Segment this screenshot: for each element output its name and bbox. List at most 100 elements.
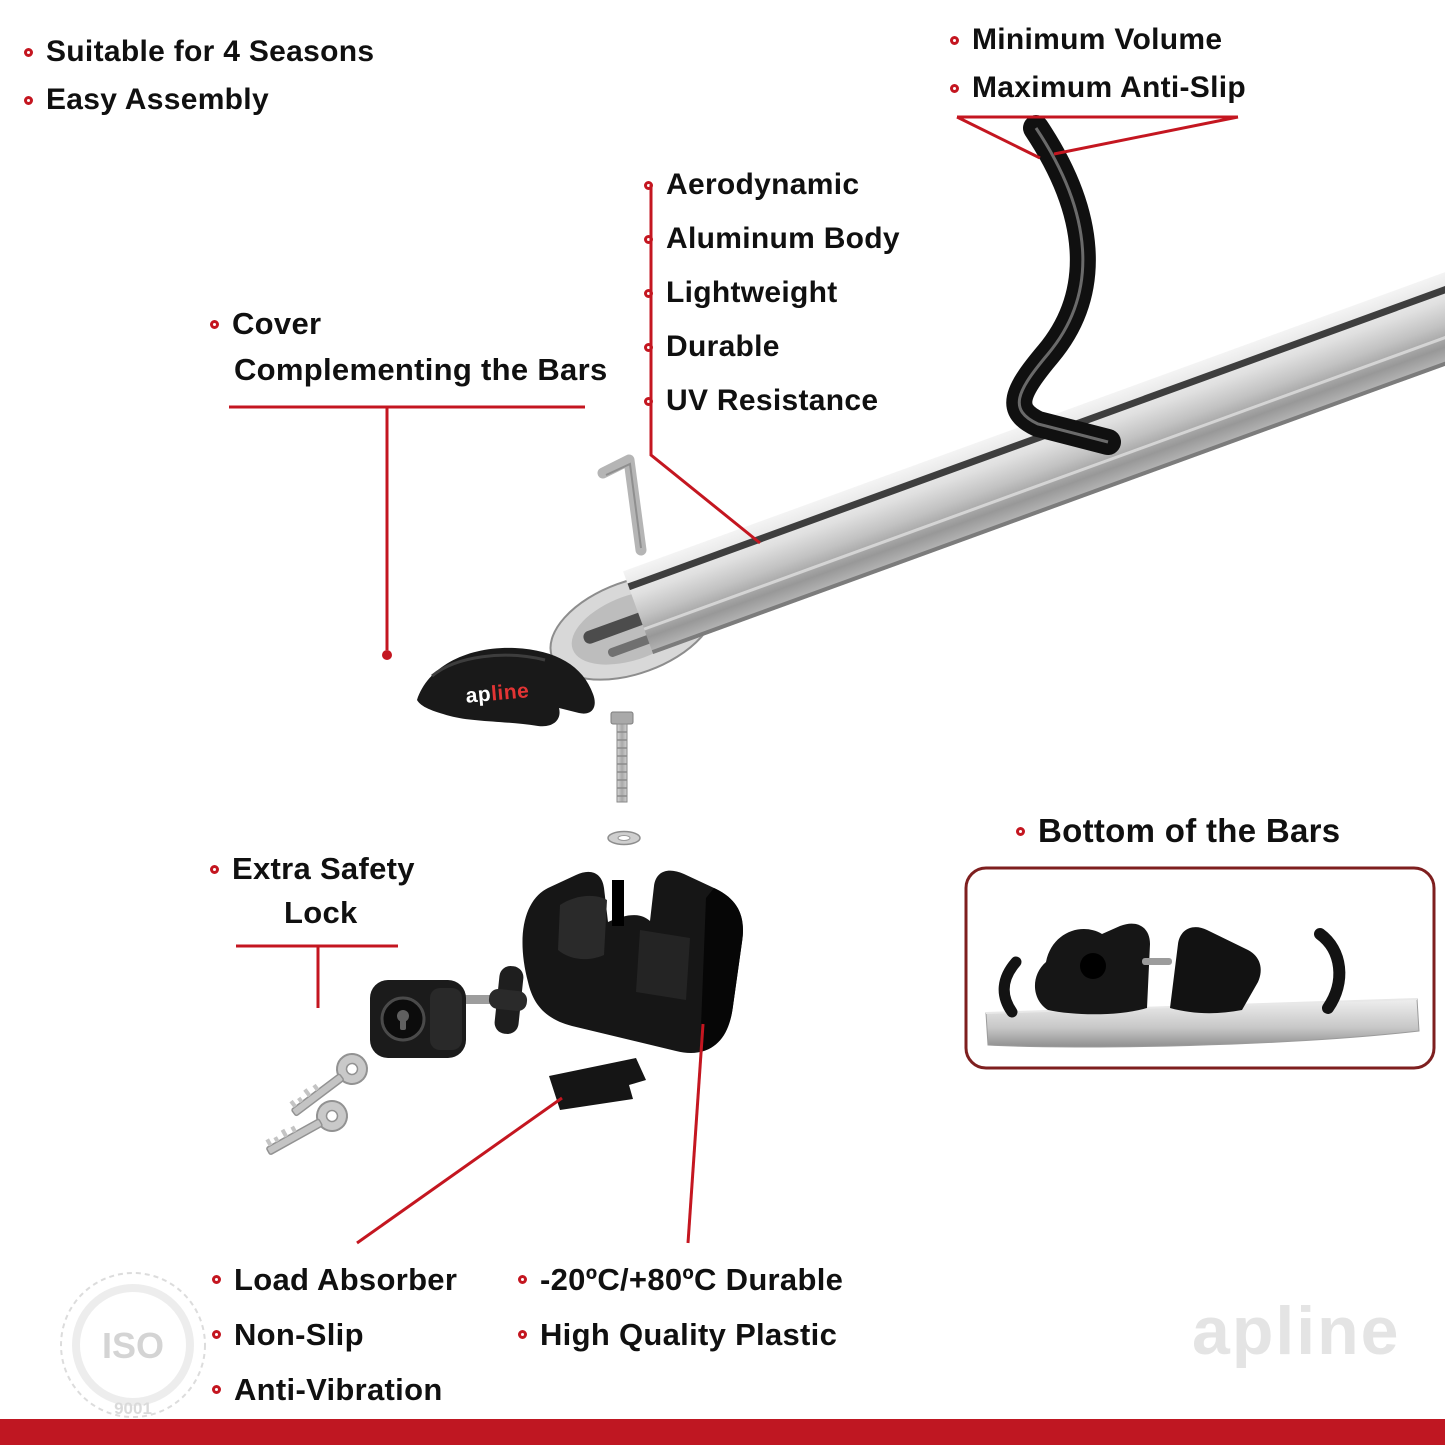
list-item: -20ºC/+80ºC Durable <box>518 1252 843 1307</box>
bullet-ring-icon <box>644 288 653 298</box>
list-item: Bottom of the Bars <box>1016 806 1340 856</box>
bolt <box>610 711 634 803</box>
feature-label: Aluminum Body <box>666 222 900 255</box>
list-item: Durable <box>644 320 900 374</box>
key-head-hole <box>345 1062 359 1076</box>
list-item: Aerodynamic <box>644 158 900 212</box>
list-item: Extra Safety <box>210 843 415 895</box>
iso-number: 9001 <box>114 1399 152 1418</box>
list-item: Non-Slip <box>212 1307 457 1362</box>
washer <box>607 830 641 846</box>
bar-end-cover: apline <box>417 647 595 727</box>
allen-key-shade <box>605 462 642 549</box>
foot-slot <box>612 880 624 926</box>
bullet-ring-icon <box>644 234 653 244</box>
cover-callout: Cover Complementing the Bars <box>210 296 607 388</box>
inset-clamp-detail <box>1080 953 1106 979</box>
bottom-inset <box>964 866 1436 1070</box>
keys <box>265 1053 368 1155</box>
bar-feature-list: Aerodynamic Aluminum Body Lightweight Du… <box>644 158 900 428</box>
feature-label: Non-Slip <box>234 1316 364 1352</box>
inset-strip-right <box>1314 928 1346 1014</box>
key-blade <box>291 1073 344 1117</box>
bar-lower-edge <box>651 297 1445 655</box>
bullet-ring-icon <box>950 35 959 45</box>
inset-bolt <box>1142 958 1172 965</box>
bullet-ring-icon <box>210 864 219 874</box>
cover-logo-suffix: line <box>490 679 530 705</box>
callout-lines <box>229 115 1239 1245</box>
iso-outer-ring <box>60 1272 206 1418</box>
callout-bar-features-line <box>649 185 761 545</box>
inset-clamp-right <box>1170 927 1261 1014</box>
callout-label: Cover <box>232 306 322 341</box>
feature-label: Lightweight <box>666 276 838 309</box>
bullet-ring-icon <box>950 83 959 93</box>
section-title: Bottom of the Bars <box>1038 812 1341 849</box>
list-item: Lightweight <box>644 266 900 320</box>
callout-cover-line <box>229 405 585 650</box>
feature-label: Suitable for 4 Seasons <box>46 35 375 68</box>
feature-label: Anti-Vibration <box>234 1371 443 1407</box>
callout-label: Complementing the Bars <box>234 352 608 387</box>
mounting-foot <box>522 870 743 1054</box>
bolt-head <box>610 711 634 725</box>
foot-detail-left <box>558 895 607 960</box>
cover-logo-prefix: ap <box>465 683 492 708</box>
cover-body <box>417 647 595 727</box>
key-teeth <box>265 1125 297 1147</box>
brand-watermark: apline <box>1192 1293 1401 1369</box>
washer-hole <box>617 835 631 841</box>
bullet-ring-icon <box>212 1385 221 1394</box>
cover-highlight <box>431 653 546 678</box>
key-icon <box>265 1100 348 1155</box>
bar-channel <box>627 231 1445 591</box>
list-item: Aluminum Body <box>644 212 900 266</box>
bullet-ring-icon <box>518 1330 527 1339</box>
feature-label: Minimum Volume <box>972 23 1223 56</box>
list-item: Easy Assembly <box>24 76 374 124</box>
key-icon <box>289 1053 368 1117</box>
callout-load-absorber-line <box>356 1096 563 1245</box>
callout-label: Lock <box>284 895 358 930</box>
bullet-ring-icon <box>518 1275 527 1284</box>
list-item: UV Resistance <box>644 374 900 428</box>
bolt-shaft <box>616 723 628 803</box>
top-right-feature-list: Minimum Volume Maximum Anti-Slip <box>950 16 1246 112</box>
list-item: High Quality Plastic <box>518 1307 843 1362</box>
list-item: Load Absorber <box>212 1252 457 1307</box>
top-left-feature-list: Suitable for 4 Seasons Easy Assembly <box>24 28 374 124</box>
rubber-strip <box>1006 115 1121 455</box>
feature-label: UV Resistance <box>666 384 879 417</box>
key-blade <box>266 1118 323 1155</box>
lock-knob-cap <box>488 988 528 1012</box>
bullet-ring-icon <box>24 95 33 105</box>
list-item: Maximum Anti-Slip <box>950 64 1246 112</box>
lock-body-detail <box>430 988 462 1050</box>
bullet-ring-icon <box>1016 826 1025 836</box>
feature-label: Durable <box>666 330 780 363</box>
callout-cover-dot <box>382 650 392 660</box>
foot-shadow-face <box>700 888 743 1052</box>
bottom-left-feature-list: Load Absorber Non-Slip Anti-Vibration <box>212 1252 457 1417</box>
bullet-ring-icon <box>644 342 653 352</box>
callout-label: Extra Safety <box>232 851 415 886</box>
list-item: Suitable for 4 Seasons <box>24 28 374 76</box>
bullet-ring-icon <box>644 180 653 190</box>
key-head-hole <box>325 1109 339 1123</box>
keyhole-slot <box>400 1016 406 1030</box>
safety-lock <box>370 966 528 1058</box>
bullet-ring-icon <box>24 47 33 57</box>
callout-antislip-line <box>956 115 1239 160</box>
bullet-ring-icon <box>644 396 653 406</box>
feature-label: Easy Assembly <box>46 83 269 116</box>
lock-callout: Extra Safety Lock <box>210 843 415 931</box>
list-item: Cover <box>210 296 607 352</box>
feature-label: Load Absorber <box>234 1261 458 1297</box>
feature-label: Maximum Anti-Slip <box>972 71 1247 104</box>
roof-bar <box>549 219 1445 681</box>
key-teeth <box>289 1083 320 1108</box>
clamp-plate <box>549 1058 646 1110</box>
